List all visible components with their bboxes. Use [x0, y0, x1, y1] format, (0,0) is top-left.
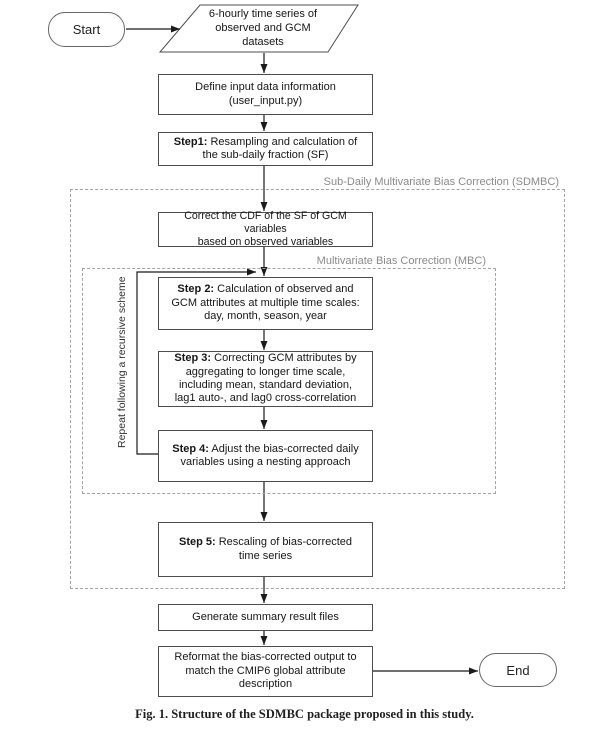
step4-node: Step 4: Adjust the bias-corrected daily … [158, 430, 373, 482]
step2-title: Step 2: [177, 283, 215, 296]
end-node: End [479, 653, 557, 687]
end-label: End [506, 662, 530, 678]
define-input-label: Define input data information (user_inpu… [195, 81, 336, 107]
sdmbc-group-box [70, 189, 565, 589]
step5-node: Step 5: Rescaling of bias-corrected time… [158, 522, 373, 577]
step2-label: Calculation of observed and GCM attribut… [171, 283, 360, 323]
step1-label: Resampling and calculation of the sub-da… [202, 135, 358, 161]
step3-node: Step 3: Correcting GCM attributes by agg… [158, 351, 373, 407]
step1-title: Step1: [173, 135, 208, 148]
correct-cdf-node: Correct the CDF of the SF of GCM variabl… [158, 210, 373, 248]
define-input-node: Define input data information (user_inpu… [158, 74, 373, 115]
input-label: 6-hourly time series of observed and GCM… [208, 8, 318, 48]
mbc-group-box [82, 268, 496, 494]
step1-node: Step1: Resampling and calculation of the… [158, 132, 373, 166]
input-parallelogram-shape [158, 4, 359, 53]
step5-title: Step 5: [178, 536, 216, 549]
start-label: Start [72, 22, 101, 37]
start-node: Start [48, 12, 125, 47]
sdmbc-group-label: Sub-Daily Multivariate Bias Correction (… [321, 176, 561, 188]
generate-summary-node: Generate summary result files [158, 604, 373, 631]
reformat-node: Reformat the bias-corrected output to ma… [158, 646, 373, 697]
step2-node: Step 2: Calculation of observed and GCM … [158, 277, 373, 330]
generate-summary-label: Generate summary result files [192, 610, 339, 623]
reformat-label: Reformat the bias-corrected output to ma… [174, 651, 357, 691]
step3-label: Correcting GCM attributes by aggregating… [174, 352, 357, 405]
correct-cdf-label: Correct the CDF of the SF of GCM variabl… [184, 210, 347, 248]
step3-title: Step 3: [174, 352, 212, 365]
figure-caption: Fig. 1. Structure of the SDMBC package p… [135, 707, 474, 721]
recursive-scheme-note: Repeat following a recursive scheme [116, 276, 128, 448]
step5-label: Rescaling of bias-corrected time series [218, 536, 353, 562]
mbc-group-label: Multivariate Bias Correction (MBC) [314, 255, 488, 267]
step4-title: Step 4: [172, 442, 209, 455]
input-node: 6-hourly time series of observed and GCM… [202, 8, 324, 50]
step4-label: Adjust the bias-corrected daily variable… [180, 442, 359, 468]
arrow-recursive-loop [136, 268, 256, 455]
